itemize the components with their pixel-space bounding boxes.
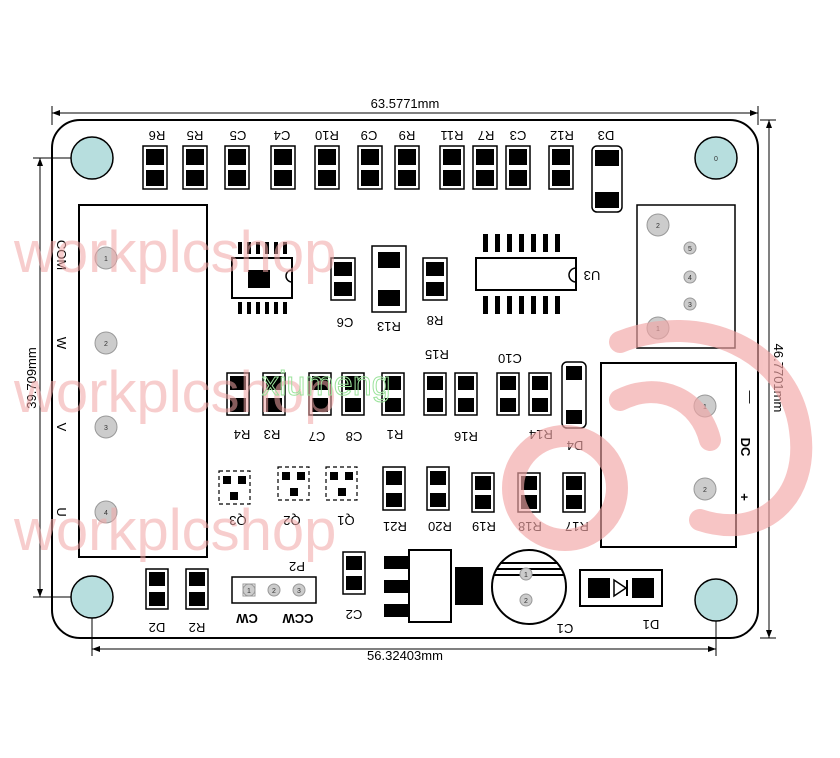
transistors <box>223 472 353 500</box>
middle-upper-components: C6 R13 R8 <box>330 245 448 334</box>
label-d1: D1 <box>643 617 660 632</box>
label-c8: C8 <box>346 429 363 444</box>
label-r4: R4 <box>234 427 251 442</box>
label-d3: D3 <box>598 128 615 143</box>
pin-label: 5 <box>688 246 692 253</box>
label-c1: C1 <box>557 621 574 636</box>
dimension-top: 63.5771mm <box>51 96 759 125</box>
width-top-label: 63.5771mm <box>371 96 440 111</box>
ic-left <box>231 242 293 314</box>
pin-label: 2 <box>272 588 276 595</box>
hole-label: 0 <box>714 156 718 163</box>
label-c2: C2 <box>346 607 363 622</box>
mounting-hole <box>694 578 738 622</box>
watermark-text: workplcshop <box>13 360 336 425</box>
label-c4: C4 <box>274 128 291 143</box>
label-r2: R2 <box>189 620 206 635</box>
dc-label: DC <box>738 438 753 457</box>
bottom-left-components: D2 R2 <box>145 568 209 635</box>
label-r8: R8 <box>427 313 444 328</box>
capacitor-c1: 1 2 C1 <box>491 549 574 636</box>
label-r3: R3 <box>264 427 281 442</box>
label-c7: C7 <box>309 429 326 444</box>
connector-label-w: W <box>54 337 69 350</box>
label-p2: P2 <box>289 559 305 574</box>
pin-label: 2 <box>656 223 660 230</box>
label-u3: U3 <box>584 268 601 283</box>
pin-label: 4 <box>104 510 108 517</box>
width-bottom-label: 56.32403mm <box>367 648 443 663</box>
pin-label: 3 <box>688 302 692 309</box>
pin-label: 2 <box>524 598 528 605</box>
label-r11: R11 <box>441 128 464 143</box>
connector-label-v: V <box>54 423 69 432</box>
label-c6: C6 <box>337 315 354 330</box>
mounting-holes <box>70 136 738 622</box>
pin-label: 2 <box>104 341 108 348</box>
label-r15: R15 <box>425 347 449 362</box>
watermark: workplcshop workplcshop workplcshop xium… <box>13 220 391 563</box>
mounting-hole <box>70 136 114 180</box>
label-cw: CW <box>235 611 257 626</box>
label-c5: C5 <box>230 128 247 143</box>
pin-label: 1 <box>104 256 108 263</box>
label-r7: R7 <box>478 128 495 143</box>
watermark-text: workplcshop <box>13 498 336 563</box>
label-r21: R21 <box>383 519 407 534</box>
label-r10: R10 <box>315 128 339 143</box>
label-ccw: CCW <box>282 611 314 626</box>
label-q3: Q3 <box>229 513 246 528</box>
diode-d3 <box>591 145 623 213</box>
diode-d1: D1 <box>579 569 663 632</box>
pin-label: 2 <box>703 487 707 494</box>
pin-label: 1 <box>524 572 528 579</box>
ic-u3: U3 <box>475 234 601 314</box>
label-d2: D2 <box>149 620 166 635</box>
watermark-overlay: xiumeng <box>262 365 391 403</box>
label-c9: C9 <box>361 128 378 143</box>
watermark-text: workplcshop <box>13 220 336 285</box>
pin-label: 3 <box>297 588 301 595</box>
label-r12: R12 <box>550 128 574 143</box>
height-left-label: 39.709mm <box>24 347 39 408</box>
mounting-hole <box>694 136 738 180</box>
dc-minus-label: — <box>743 391 758 404</box>
mounting-hole <box>70 575 114 619</box>
label-r9: R9 <box>399 128 416 143</box>
pin-label: 1 <box>247 588 251 595</box>
label-r6: R6 <box>149 128 166 143</box>
pin-label: 3 <box>104 425 108 432</box>
pin-label: 4 <box>688 275 692 282</box>
label-r13: R13 <box>377 319 401 334</box>
top-row-components: R6 R5 C5 C4 R10 C9 R9 R11 R7 C3 R12 D3 <box>142 128 615 190</box>
label-q1: Q1 <box>337 513 354 528</box>
label-c3: C3 <box>510 128 527 143</box>
connector-label-com: COM <box>54 240 69 270</box>
label-r1: R1 <box>387 427 404 442</box>
label-r16: R16 <box>454 429 478 444</box>
connector-label-u: U <box>54 507 69 516</box>
capacitor-c2: C2 <box>342 551 366 622</box>
dimension-bottom: 56.32403mm <box>91 600 717 663</box>
label-r5: R5 <box>187 128 204 143</box>
dc-plus-label: + <box>737 493 752 501</box>
regulator <box>384 549 483 623</box>
board-outline <box>51 119 759 639</box>
motor-connector: 1 2 3 4 COM W V U <box>54 204 208 558</box>
label-q2: Q2 <box>283 513 300 528</box>
lower-row-components: R21 R20 R19 R18 R17 <box>382 466 589 534</box>
header-p2: 1 2 3 P2 CW CCW <box>231 559 317 626</box>
label-r19: R19 <box>472 519 496 534</box>
label-r20: R20 <box>428 519 452 534</box>
label-c10: C10 <box>498 351 522 366</box>
watermark-logo-icon <box>502 319 813 551</box>
